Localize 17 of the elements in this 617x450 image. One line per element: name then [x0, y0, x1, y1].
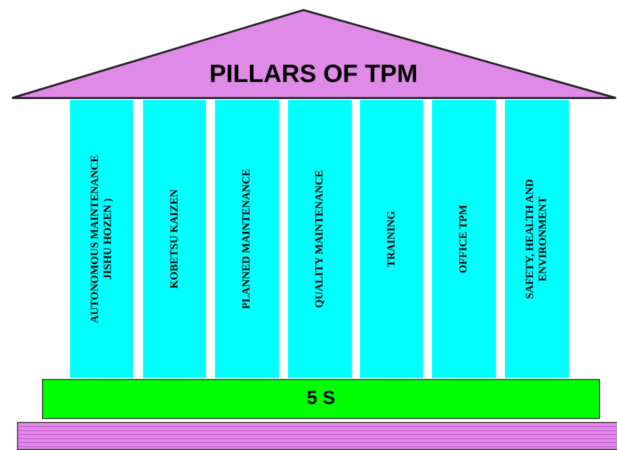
roof-title: PILLARS OF TPM	[209, 60, 418, 89]
pillar-label: AUTONOMOUS MAINTENANCE JISHU HOZEN )	[88, 154, 114, 326]
pillar-label: OFFICE TPM	[458, 204, 470, 276]
pillar-column	[360, 100, 423, 378]
pillar-column	[288, 100, 352, 378]
pillar-column	[143, 100, 206, 378]
pillar-label: PLANNED MAINTENANCE	[240, 168, 254, 312]
pillar-column	[432, 100, 496, 378]
pillar-column	[215, 100, 279, 378]
pillar-label: TRAINING	[385, 210, 398, 270]
pillar-column	[70, 100, 133, 378]
pillar-label: SAFETY, HEALTH AND ENVIRONMENT	[524, 178, 550, 301]
base-bar	[17, 422, 617, 450]
foundation-bar: 5 S	[42, 379, 600, 419]
pillar-label: KOBETSU KAIZEN	[168, 188, 181, 291]
pillar-column	[505, 100, 569, 378]
pillar-label: QUALITY MAINTENANCE	[314, 168, 326, 310]
